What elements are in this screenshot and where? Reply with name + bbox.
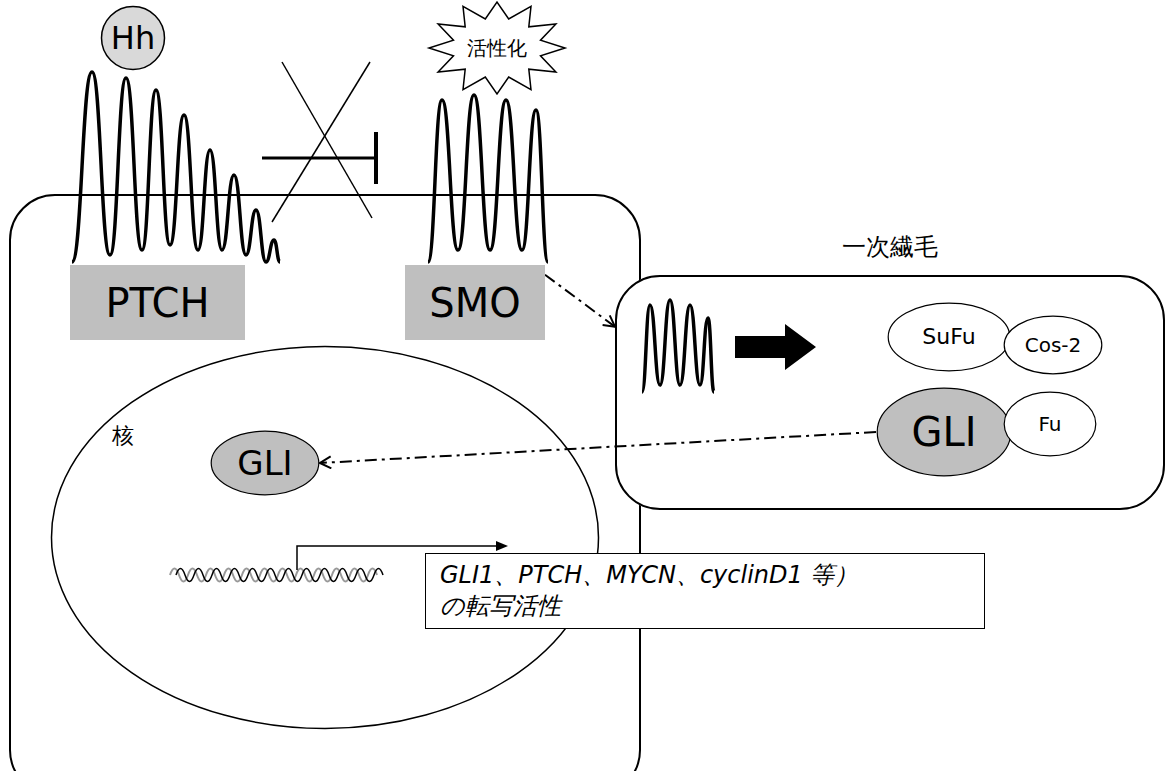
node-label: GLI — [911, 408, 976, 456]
dna-strand — [176, 569, 383, 582]
ellipse-path — [102, 7, 165, 70]
primary-cilium: 一次繊毛SuFuCos-2GLIFu — [615, 275, 1165, 510]
gli-ellipse: GLI — [210, 430, 320, 496]
ligand-circle: Hh — [100, 5, 166, 71]
block-arrow — [735, 324, 816, 370]
ellipse-path — [52, 347, 599, 729]
protein-ellipse: Cos-2 — [1003, 315, 1103, 375]
receptor-label-box: PTCH — [70, 265, 245, 340]
inhibition-line — [262, 157, 374, 160]
cell-outline — [10, 195, 640, 771]
dash-dot-arrow — [545, 275, 615, 327]
ellipse-path — [888, 303, 1010, 371]
ellipse-outline — [50, 345, 600, 730]
node-label: SMO — [429, 279, 520, 327]
activation-burst: 活性化 — [429, 0, 565, 96]
ellipse-path — [211, 431, 319, 495]
node-label: GLI1、PTCH、MYCN、cyclinD1 等） の転写活性 — [440, 560, 930, 622]
gli-ellipse: GLI — [876, 387, 1012, 477]
text-box: GLI1、PTCH、MYCN、cyclinD1 等） の転写活性 — [425, 553, 985, 629]
node-label: GLI — [237, 443, 292, 484]
cilium-ground — [615, 275, 1165, 510]
node-label: Fu — [1038, 412, 1061, 436]
ellipse-path — [1004, 392, 1096, 456]
inhibition-bar — [374, 132, 378, 184]
smo-in-cilium — [642, 300, 714, 392]
ptch-receptor — [72, 72, 280, 262]
node-label: Hh — [111, 19, 155, 57]
node-label: PTCH — [105, 279, 209, 327]
node-label: 核 — [112, 423, 134, 449]
cross-mark — [272, 62, 370, 222]
ellipse-path — [1004, 316, 1102, 374]
heading-label: 一次繊毛 — [617, 233, 1163, 262]
smo-receptor — [428, 95, 548, 262]
node-label: 活性化 — [467, 36, 527, 60]
cross-mark — [282, 62, 372, 218]
protein-ellipse: Fu — [1003, 391, 1097, 457]
dash-dot-arrow — [320, 432, 876, 463]
burst-path — [429, 2, 565, 94]
node-label: Cos-2 — [1025, 333, 1082, 357]
protein-ellipse: SuFu — [887, 302, 1011, 372]
transcription-arrowhead — [496, 541, 508, 551]
ellipse-path — [877, 388, 1011, 476]
receptor-label-box: SMO — [405, 265, 545, 340]
node-label: SuFu — [922, 324, 975, 350]
nucleus: 核 GLI — [50, 345, 600, 730]
